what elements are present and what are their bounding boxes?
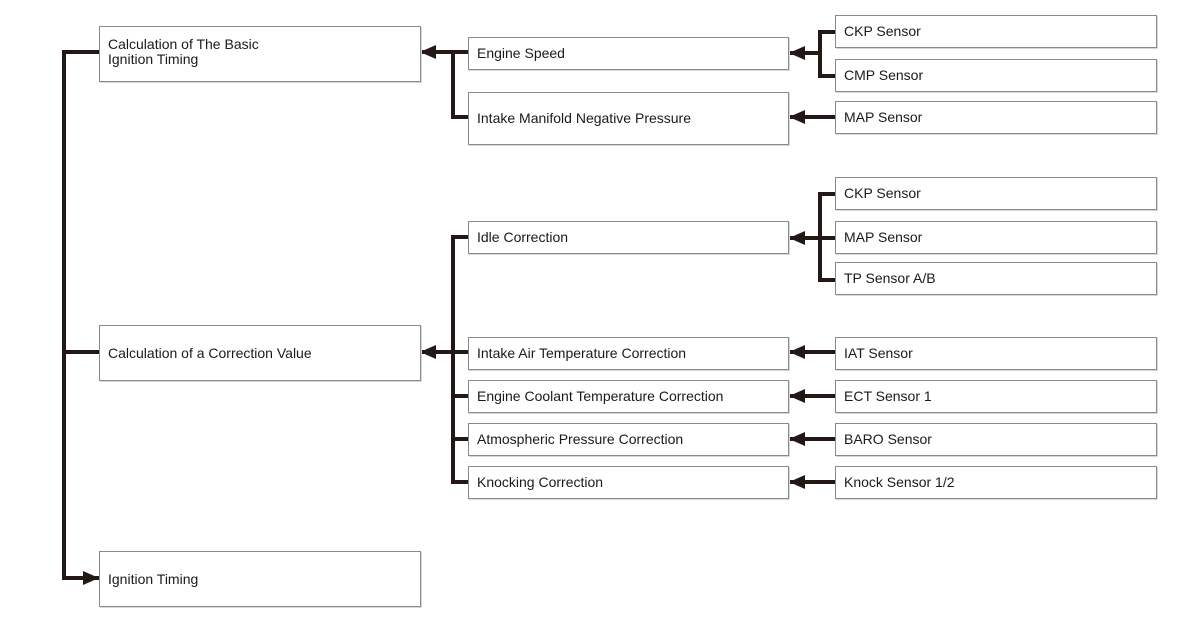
baro-sensor-label: BARO Sensor <box>844 431 932 447</box>
map-sensor-idle-label: MAP Sensor <box>844 229 923 245</box>
intake-air-temperature-correction-box: Intake Air Temperature Correction <box>468 337 789 370</box>
knocking-correction-box: Knocking Correction <box>468 466 789 499</box>
iat-sensor-box: IAT Sensor <box>835 337 1157 370</box>
knock-sensor-label: Knock Sensor 1/2 <box>844 474 955 490</box>
cmp-sensor-label: CMP Sensor <box>844 67 924 83</box>
engine-coolant-temperature-correction-box: Engine Coolant Temperature Correction <box>468 380 789 413</box>
corrections-bracket <box>451 235 471 484</box>
map-sensor-idle-box: MAP Sensor <box>835 221 1157 254</box>
intake-air-temperature-correction-label: Intake Air Temperature Correction <box>477 345 687 361</box>
ckp-cmp-bracket <box>818 30 838 78</box>
ignition-timing-box: Ignition Timing <box>99 551 421 607</box>
idle-correction-label: Idle Correction <box>477 229 569 245</box>
ckp-sensor-idle-box: CKP Sensor <box>835 177 1157 210</box>
ckp-sensor-idle-label: CKP Sensor <box>844 185 921 201</box>
ect-sensor-box: ECT Sensor 1 <box>835 380 1157 413</box>
engine-speed-box: Engine Speed <box>468 37 789 70</box>
engine-speed-label: Engine Speed <box>477 45 565 61</box>
tp-sensor-label: TP Sensor A/B <box>844 270 936 286</box>
ckp-sensor-box: CKP Sensor <box>835 15 1157 48</box>
trunk-line <box>62 50 102 580</box>
basic-ignition-timing-box: Calculation of The Basic Ignition Timing <box>99 26 421 82</box>
basic-ignition-timing-label: Calculation of The Basic Ignition Timing <box>108 36 259 67</box>
baro-sensor-box: BARO Sensor <box>835 423 1157 456</box>
tp-sensor-box: TP Sensor A/B <box>835 262 1157 295</box>
ignition-timing-label: Ignition Timing <box>108 570 199 587</box>
correction-value-label: Calculation of a Correction Value <box>108 344 312 361</box>
correction-value-box: Calculation of a Correction Value <box>99 325 421 381</box>
atmospheric-pressure-correction-label: Atmospheric Pressure Correction <box>477 431 684 447</box>
manifold-branch-line <box>451 50 471 119</box>
knock-sensor-box: Knock Sensor 1/2 <box>835 466 1157 499</box>
iat-sensor-label: IAT Sensor <box>844 345 913 361</box>
knocking-correction-label: Knocking Correction <box>477 474 604 490</box>
intake-manifold-pressure-label: Intake Manifold Negative Pressure <box>477 110 691 126</box>
engine-coolant-temperature-correction-label: Engine Coolant Temperature Correction <box>477 388 724 404</box>
ckp-sensor-label: CKP Sensor <box>844 23 921 39</box>
map-sensor-box: MAP Sensor <box>835 101 1157 134</box>
cmp-sensor-box: CMP Sensor <box>835 59 1157 92</box>
ect-sensor-label: ECT Sensor 1 <box>844 388 932 404</box>
idle-correction-box: Idle Correction <box>468 221 789 254</box>
intake-manifold-pressure-box: Intake Manifold Negative Pressure <box>468 92 789 145</box>
atmospheric-pressure-correction-box: Atmospheric Pressure Correction <box>468 423 789 456</box>
map-sensor-label: MAP Sensor <box>844 109 923 125</box>
